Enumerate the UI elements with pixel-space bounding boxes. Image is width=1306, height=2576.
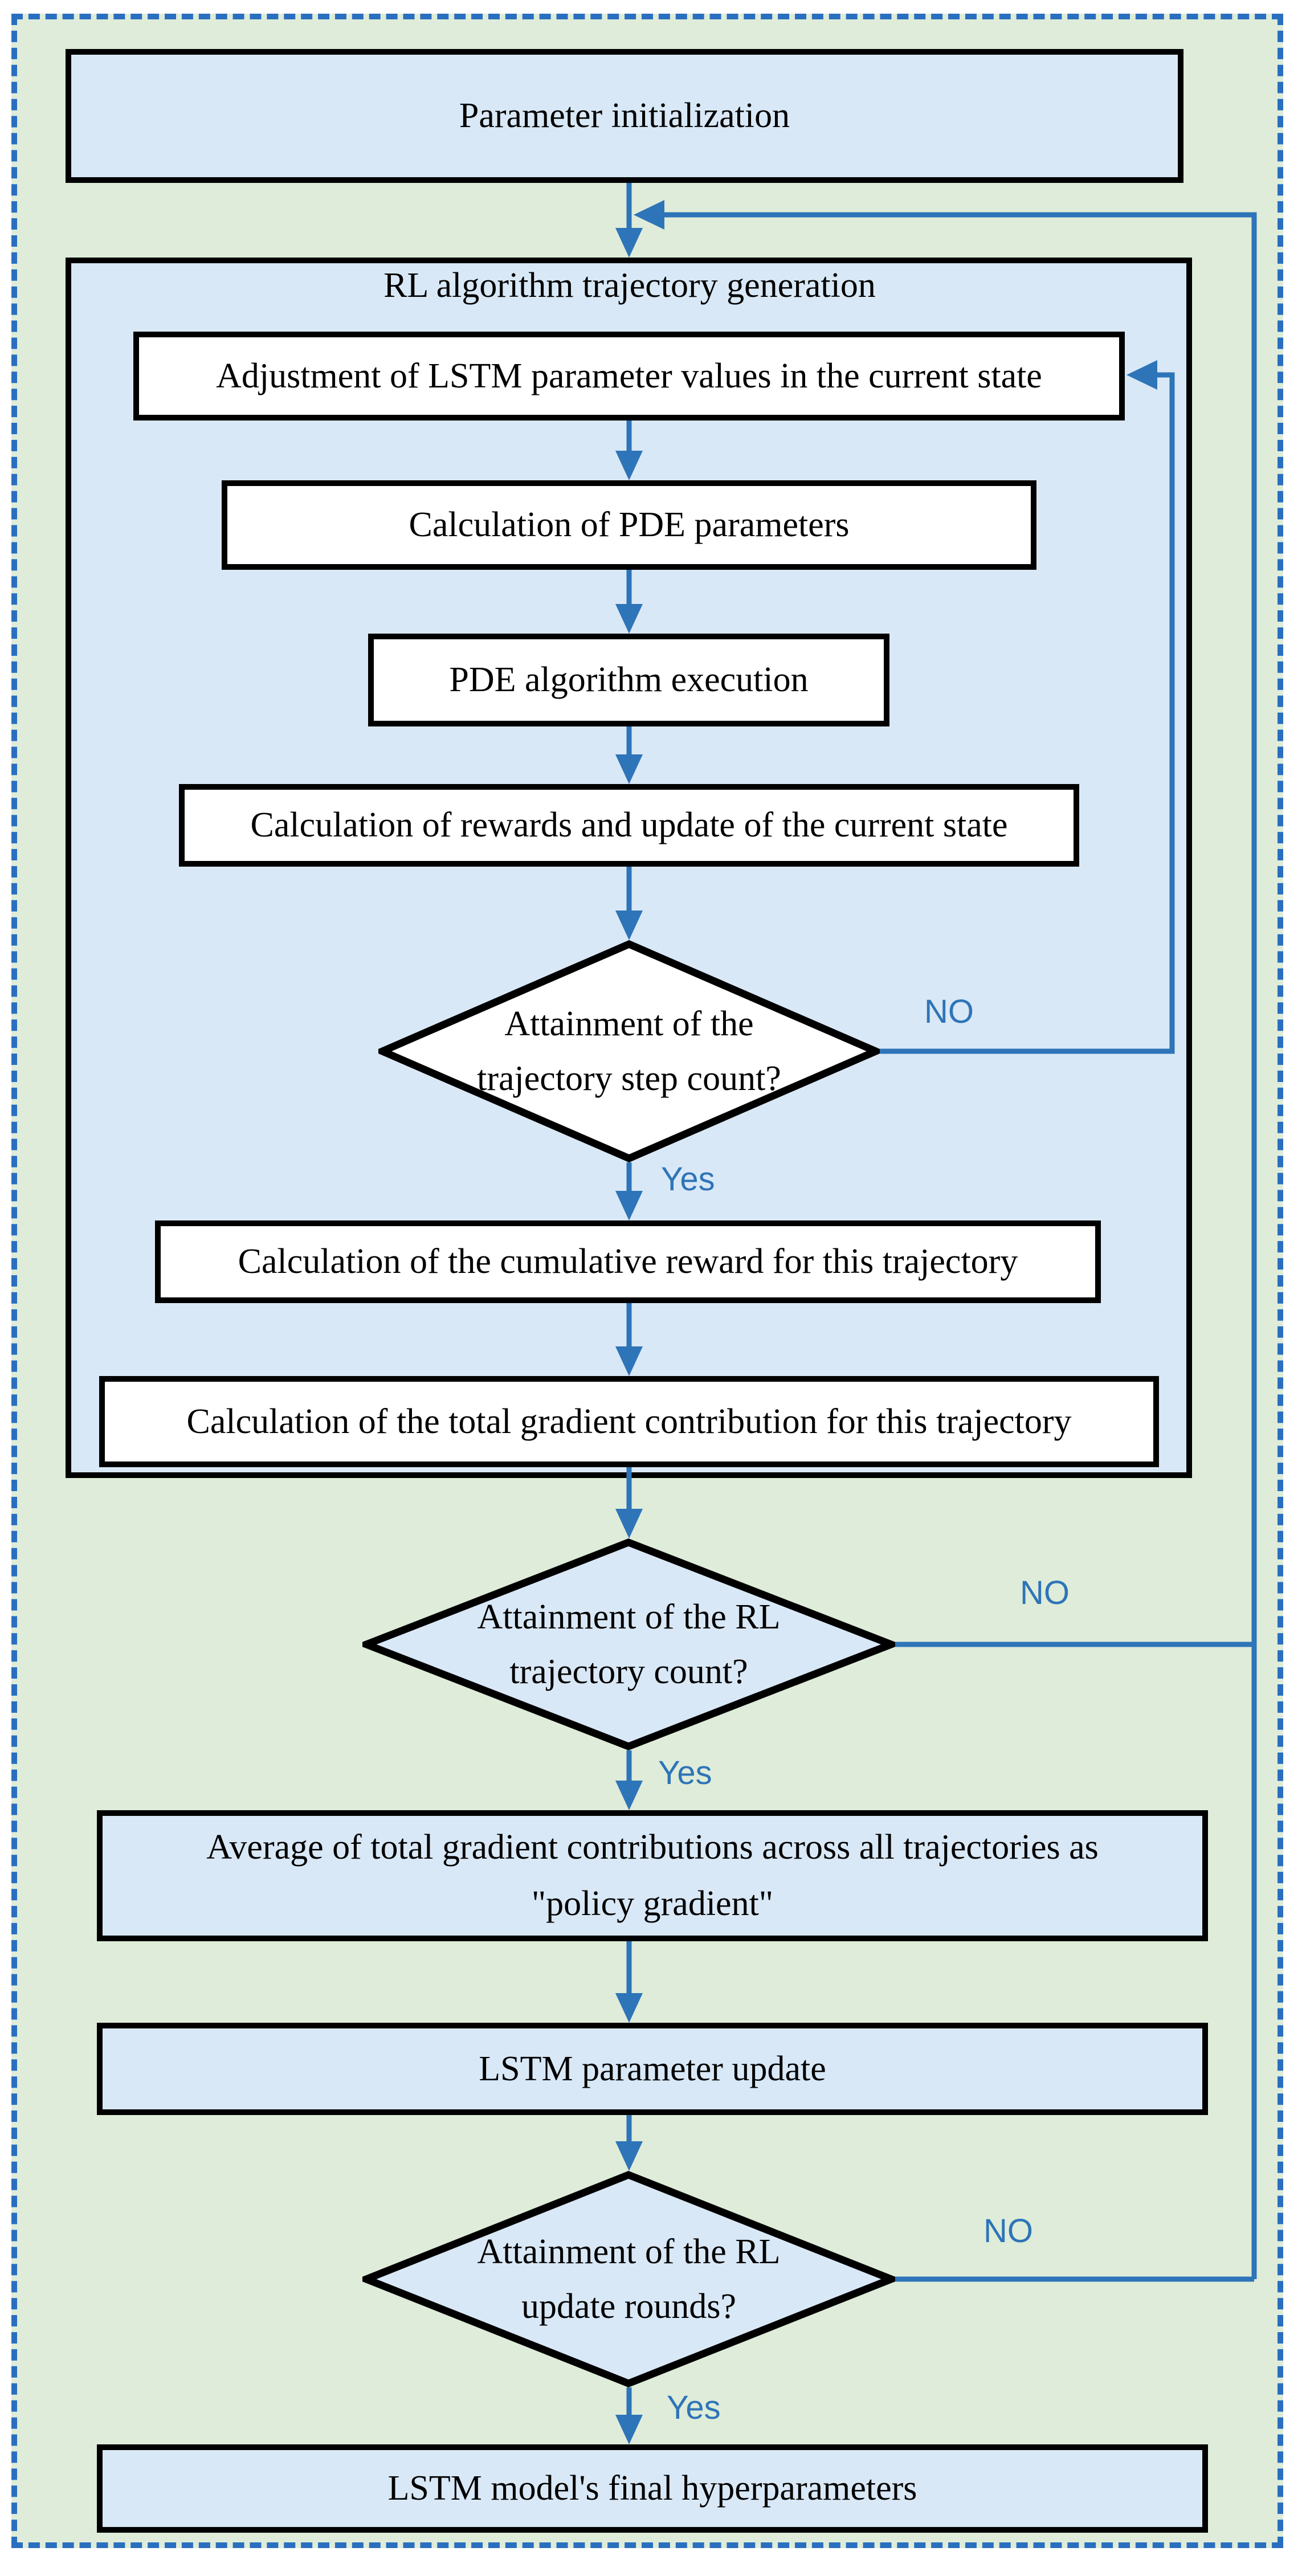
node-total-gradient-label: Calculation of the total gradient contri… [186, 1402, 1072, 1441]
decision-step-count: Attainment of the trajectory step count? [378, 940, 880, 1162]
edge-label-no-step: NO [924, 993, 974, 1030]
decision-update-rounds-line1: Attainment of the RL [477, 2232, 781, 2271]
node-average-gradient-line2: "policy gradient" [531, 1884, 774, 1923]
decision-trajectory-count: Attainment of the RL trajectory count? [362, 1538, 895, 1750]
node-pde-execution-label: PDE algorithm execution [449, 660, 809, 700]
node-pde-execution: PDE algorithm execution [368, 634, 889, 726]
edge-label-yes-rounds: Yes [667, 2389, 721, 2426]
node-calc-rewards: Calculation of rewards and update of the… [179, 784, 1079, 867]
node-lstm-update: LSTM parameter update [97, 2023, 1208, 2115]
node-cumulative-reward: Calculation of the cumulative reward for… [155, 1220, 1101, 1303]
start-node-label: Parameter initialization [459, 96, 790, 136]
edge-label-yes-step: Yes [661, 1161, 715, 1198]
decision-step-count-line2: trajectory step count? [477, 1059, 781, 1098]
decision-update-rounds-line2: update rounds? [521, 2287, 737, 2326]
node-final-hyperparameters-label: LSTM model's final hyperparameters [387, 2469, 917, 2508]
decision-trajectory-count-line2: trajectory count? [509, 1652, 748, 1691]
node-adjust-lstm-label: Adjustment of LSTM parameter values in t… [216, 356, 1042, 395]
node-calc-pde-params: Calculation of PDE parameters [222, 480, 1036, 570]
node-final-hyperparameters: LSTM model's final hyperparameters [97, 2444, 1208, 2533]
edge-label-no-trajectory: NO [1020, 1574, 1070, 1611]
node-adjust-lstm: Adjustment of LSTM parameter values in t… [133, 332, 1125, 421]
node-average-gradient-line1: Average of total gradient contributions … [206, 1827, 1099, 1867]
node-calc-pde-params-label: Calculation of PDE parameters [409, 505, 850, 545]
decision-trajectory-count-line1: Attainment of the RL [477, 1597, 781, 1636]
edge-label-yes-trajectory: Yes [658, 1754, 712, 1791]
decision-update-rounds: Attainment of the RL update rounds? [362, 2171, 895, 2387]
rl-generation-title: RL algorithm trajectory generation [383, 266, 876, 305]
decision-step-count-line1: Attainment of the [504, 1004, 754, 1043]
node-lstm-update-label: LSTM parameter update [479, 2049, 826, 2088]
node-average-gradient: Average of total gradient contributions … [97, 1810, 1208, 1941]
edge-label-no-rounds: NO [983, 2212, 1033, 2250]
node-cumulative-reward-label: Calculation of the cumulative reward for… [238, 1242, 1018, 1281]
node-calc-rewards-label: Calculation of rewards and update of the… [250, 806, 1008, 845]
start-node: Parameter initialization [66, 49, 1183, 183]
node-total-gradient: Calculation of the total gradient contri… [99, 1376, 1159, 1467]
